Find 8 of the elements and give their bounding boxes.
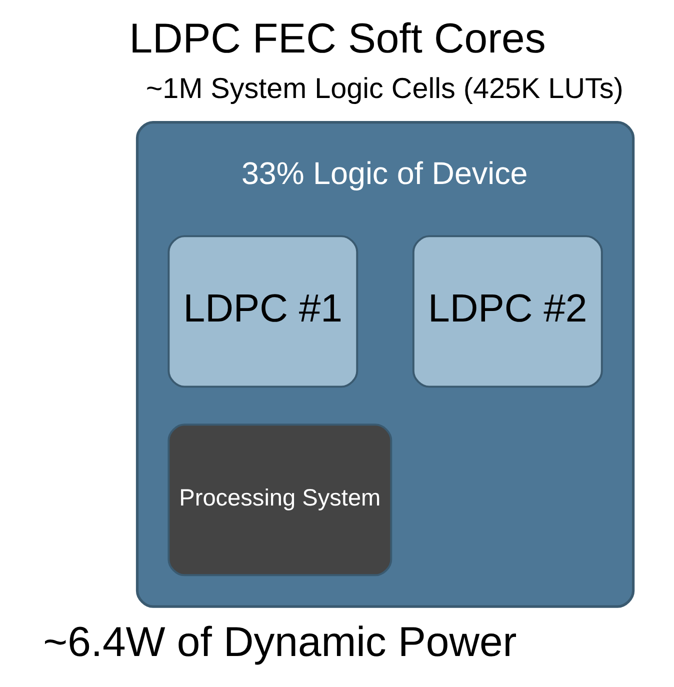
node-box: Processing System [167,424,392,576]
caption: ~6.4W of Dynamic Power [42,618,516,665]
diagram-title: LDPC FEC Soft Cores [128,14,546,62]
cluster [135,121,634,608]
label: 33% Logic of Device [240,156,528,192]
node-box: LDPC #1 [167,235,358,388]
node-box: LDPC #2 [412,235,602,388]
label: ~1M System Logic Cells (425K LUTs) [145,73,623,106]
